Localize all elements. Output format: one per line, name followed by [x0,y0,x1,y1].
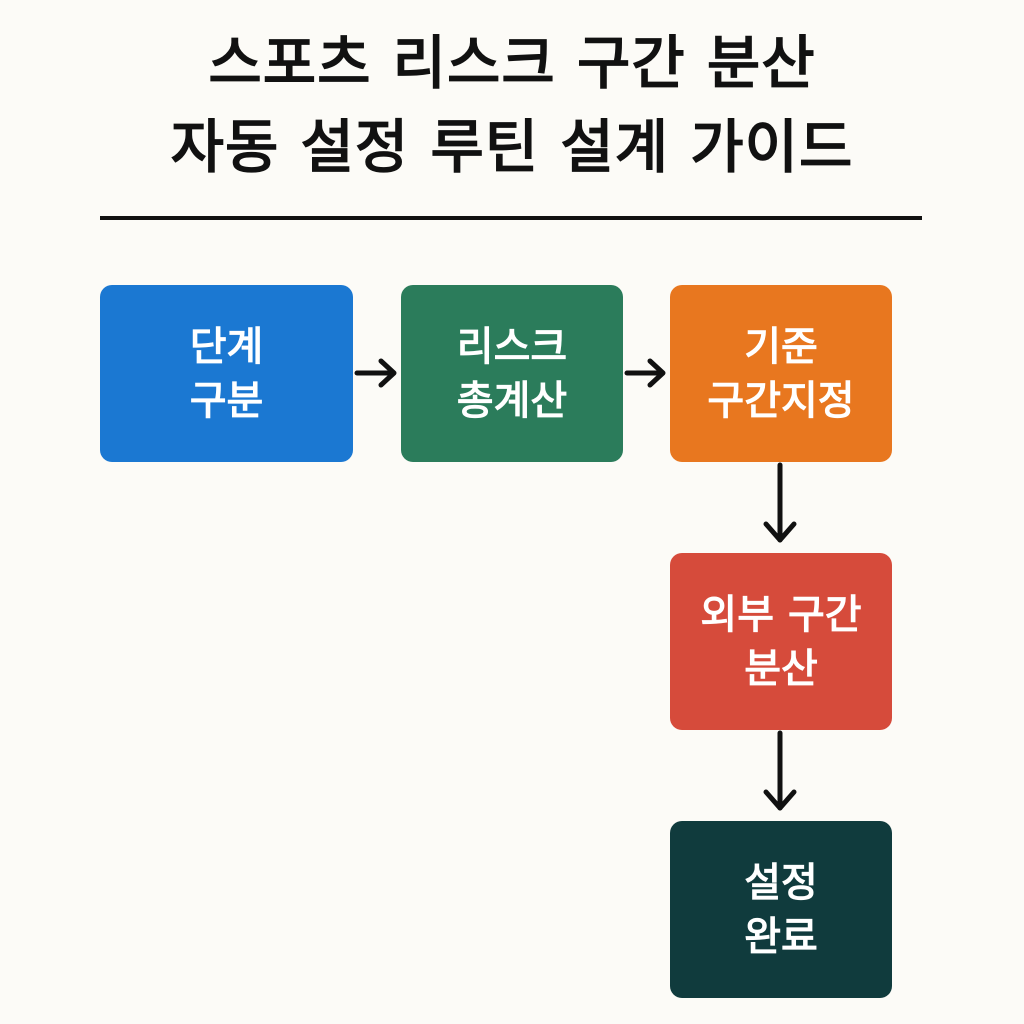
step-label-line-2: 완료 [744,913,818,960]
step-label-line-2: 구분 [189,377,264,424]
arrow-down-icon [763,730,797,811]
arrow-right-icon [354,358,397,388]
step-label-line-1: 설정 [744,859,818,906]
title-line-1: 스포츠 리스크 구간 분산 [208,29,816,97]
step-label-line-1: 리스크 [456,323,568,370]
step-box-reference-range: 기준 구간지정 [670,285,892,462]
step-box-setup-complete: 설정 완료 [670,821,892,998]
step-label-line-2: 구간지정 [707,377,855,424]
step-label-line-2: 분산 [744,645,818,692]
title-divider [100,216,922,220]
title-line-2: 자동 설정 루틴 설계 가이드 [170,113,854,181]
arrow-right-icon [624,358,666,388]
step-box-risk-total: 리스크 총계산 [401,285,623,462]
step-label-line-1: 외부 구간 [700,591,862,638]
step-box-external-distribution: 외부 구간 분산 [670,553,892,730]
step-label-line-1: 기준 [744,323,818,370]
step-label-line-2: 총계산 [456,377,568,424]
step-label-line-1: 단계 [189,323,264,370]
step-box-stage-division: 단계 구분 [100,285,353,462]
arrow-down-icon [763,462,797,543]
